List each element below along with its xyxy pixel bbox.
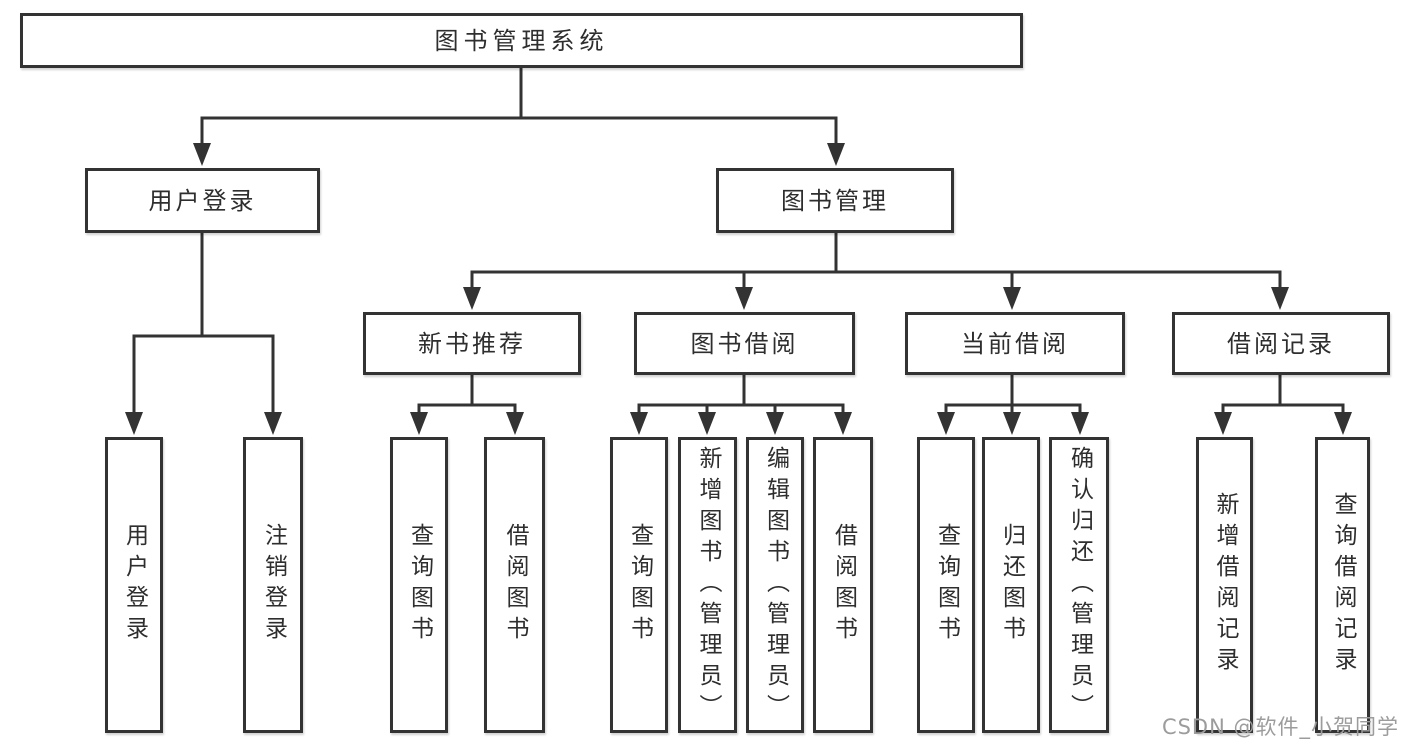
leaf-query-book-3: 查询图书 (917, 437, 975, 733)
leaf-add-book-admin: 新增图书（管理员） (678, 437, 737, 733)
leaf-borrow-book-2-label: 借阅图书 (830, 523, 857, 647)
leaf-borrow-book-2: 借阅图书 (813, 437, 873, 733)
leaf-logout-label: 注销登录 (260, 523, 287, 647)
node-current-borrow: 当前借阅 (905, 312, 1125, 375)
node-book-management-label: 图书管理 (781, 186, 889, 215)
leaf-borrow-book-1: 借阅图书 (484, 437, 545, 733)
leaf-user-login-label: 用户登录 (121, 523, 148, 647)
leaf-query-book-1-label: 查询图书 (406, 523, 433, 647)
leaf-edit-book-admin: 编辑图书（管理员） (746, 437, 804, 733)
leaf-query-borrow-record-label: 查询借阅记录 (1330, 492, 1356, 678)
node-borrow-record-label: 借阅记录 (1227, 329, 1335, 358)
node-book-management: 图书管理 (716, 168, 954, 233)
leaf-query-book-1: 查询图书 (390, 437, 448, 733)
leaf-confirm-return-admin: 确认归还（管理员） (1049, 437, 1109, 733)
leaf-return-book: 归还图书 (982, 437, 1040, 733)
leaf-confirm-return-admin-label: 确认归还（管理员） (1066, 445, 1093, 725)
node-book-borrow: 图书借阅 (634, 312, 855, 375)
node-borrow-record: 借阅记录 (1172, 312, 1390, 375)
leaf-add-book-admin-label: 新增图书（管理员） (695, 445, 721, 725)
leaf-add-borrow-record: 新增借阅记录 (1196, 437, 1253, 733)
leaf-query-book-2-label: 查询图书 (626, 523, 653, 647)
leaf-query-borrow-record: 查询借阅记录 (1315, 437, 1370, 733)
leaf-return-book-label: 归还图书 (998, 523, 1025, 647)
node-root-label: 图书管理系统 (434, 26, 609, 55)
node-user-login: 用户登录 (85, 168, 320, 233)
node-current-borrow-label: 当前借阅 (961, 329, 1069, 358)
leaf-add-borrow-record-label: 新增借阅记录 (1212, 492, 1238, 678)
node-user-login-label: 用户登录 (148, 186, 257, 215)
leaf-query-book-2: 查询图书 (610, 437, 668, 733)
leaf-edit-book-admin-label: 编辑图书（管理员） (762, 445, 789, 725)
csdn-watermark: CSDN @软件_小贺同学 (1161, 715, 1399, 739)
node-book-borrow-label: 图书借阅 (690, 329, 799, 358)
leaf-borrow-book-1-label: 借阅图书 (502, 523, 528, 647)
node-new-book-recommend: 新书推荐 (363, 312, 581, 375)
node-root: 图书管理系统 (20, 13, 1023, 68)
node-new-book-recommend-label: 新书推荐 (418, 329, 526, 358)
leaf-query-book-3-label: 查询图书 (933, 523, 960, 647)
leaf-user-login: 用户登录 (105, 437, 163, 733)
leaf-logout: 注销登录 (243, 437, 303, 733)
